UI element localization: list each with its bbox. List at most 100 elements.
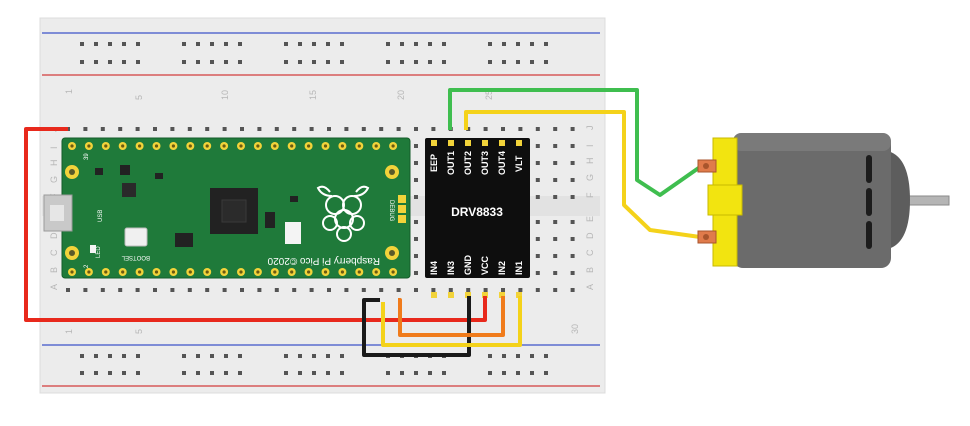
header-pad-hole	[87, 144, 91, 148]
mounting-hole	[69, 250, 75, 256]
rail-hole	[136, 371, 140, 375]
rail-hole	[312, 60, 316, 64]
debug-pin	[398, 215, 406, 223]
rail-hole	[442, 60, 446, 64]
debug-pin	[398, 205, 406, 213]
breadboard-hole	[570, 271, 575, 275]
orange-wire	[398, 296, 505, 337]
breadboard-hole	[100, 288, 105, 292]
breadboard-hole	[66, 288, 70, 292]
column-number: 5	[134, 329, 144, 334]
driver-pad	[482, 292, 488, 298]
breadboard-hole	[535, 127, 540, 131]
rail-hole	[516, 354, 520, 358]
rail-hole	[122, 42, 126, 46]
rail-hole	[108, 354, 112, 358]
header-pad-hole	[222, 144, 226, 148]
breadboard-hole	[240, 127, 244, 131]
breadboard-hole	[187, 288, 192, 292]
breadboard-hole	[553, 127, 558, 131]
header-pad-hole	[357, 270, 361, 274]
breadboard-hole	[414, 254, 418, 258]
debug-pin	[398, 195, 406, 203]
yellow-wire-in1	[381, 296, 522, 347]
rail-hole	[428, 371, 432, 375]
pin-label-in1: IN1	[514, 261, 524, 275]
rail-hole	[312, 354, 316, 358]
rail-hole	[238, 371, 242, 375]
mounting-hole	[389, 250, 395, 256]
column-number: 5	[134, 95, 144, 100]
breadboard-hole	[553, 195, 558, 199]
driver-pad	[431, 140, 437, 146]
pin-number-2: 2	[84, 264, 90, 268]
pin-label-in2: IN2	[497, 261, 507, 275]
breadboard-hole	[535, 271, 540, 275]
header-pad-hole	[374, 144, 378, 148]
header-pad-hole	[273, 144, 277, 148]
rail-hole	[210, 371, 214, 375]
red-wire	[24, 127, 487, 322]
rail-hole	[224, 42, 228, 46]
breadboard-hole	[205, 288, 210, 292]
breadboard-hole	[257, 288, 262, 292]
raspberry-logo	[316, 185, 370, 242]
column-number: 25	[484, 90, 494, 100]
breadboard-hole	[274, 127, 279, 131]
breadboard-hole	[570, 127, 575, 131]
rail-hole	[196, 42, 200, 46]
row-letter: D	[585, 232, 595, 239]
header-pad-hole	[391, 270, 395, 274]
breadboard-hole	[240, 288, 244, 292]
driver-pad	[448, 140, 454, 146]
rail-hole	[298, 60, 302, 64]
rail-hole	[238, 354, 242, 358]
rail-hole	[400, 60, 404, 64]
driver-pad	[465, 140, 471, 146]
breadboard-hole	[535, 237, 540, 241]
breadboard-hole	[83, 127, 88, 131]
header-pad-hole	[323, 270, 328, 274]
rail-hole	[196, 60, 200, 64]
rail-hole	[516, 42, 520, 46]
rail-hole	[544, 60, 548, 64]
breadboard-hole	[570, 220, 575, 224]
rail-hole	[340, 354, 344, 358]
breadboard-hole	[222, 288, 227, 292]
row-letter: F	[585, 192, 595, 198]
rail-hole	[136, 60, 140, 64]
column-number: 1	[64, 329, 74, 334]
breadboard-hole	[414, 288, 418, 292]
breadboard-hole	[396, 127, 401, 131]
breadboard-hole	[118, 288, 123, 292]
pin-label-gnd: GND	[463, 255, 473, 276]
breadboard-hole	[570, 161, 575, 165]
header-pad-hole	[323, 144, 328, 148]
row-letter: G	[49, 176, 59, 183]
breadboard-hole	[414, 237, 418, 241]
header-pad-hole	[171, 144, 175, 148]
header-pad-hole	[154, 270, 159, 274]
drv8833-module: DRV8833 EEP OUT1 OUT2 OUT3 OUT4 VLT IN4 …	[425, 138, 530, 298]
driver-pad	[499, 292, 505, 298]
rail-hole	[414, 42, 418, 46]
breadboard-hole	[570, 288, 575, 292]
rail-hole	[284, 354, 288, 358]
breadboard-hole	[448, 288, 453, 292]
row-letter: C	[49, 249, 59, 256]
row-letter: H	[49, 160, 59, 167]
row-letter: H	[585, 158, 595, 165]
breadboard-hole	[535, 254, 540, 258]
header-pad-hole	[138, 270, 142, 274]
smd-component	[95, 168, 103, 175]
driver-pad	[448, 292, 454, 298]
header-pad-hole	[70, 144, 74, 148]
breadboard-hole	[361, 127, 366, 131]
rail-hole	[284, 60, 288, 64]
row-letter: G	[585, 174, 595, 181]
rail-hole	[108, 42, 112, 46]
rail-hole	[136, 354, 140, 358]
breadboard-hole	[292, 288, 297, 292]
breadboard-hole	[135, 288, 140, 292]
rail-hole	[108, 60, 112, 64]
